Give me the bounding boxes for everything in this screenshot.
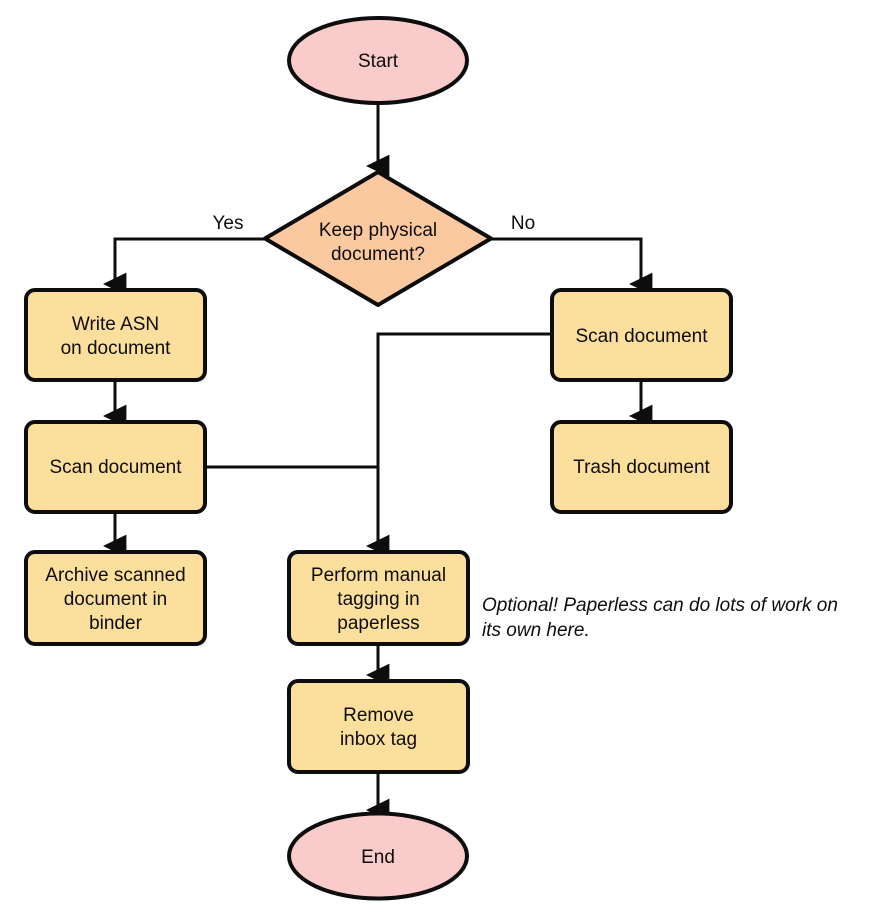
decision-diamond bbox=[263, 170, 493, 307]
decision-label-line2: document? bbox=[331, 244, 425, 265]
note-line2: its own here. bbox=[482, 620, 590, 641]
remove-inbox-label-line1: Remove bbox=[343, 705, 414, 726]
node-perform-manual-tagging[interactable]: Perform manual tagging in paperless bbox=[287, 550, 470, 646]
node-scan-document-left[interactable]: Scan document bbox=[24, 420, 207, 514]
node-archive-scanned-document[interactable]: Archive scanned document in binder bbox=[24, 550, 207, 646]
tagging-box bbox=[287, 550, 470, 646]
archive-label-line3: binder bbox=[89, 613, 142, 634]
remove-inbox-tag-box bbox=[287, 679, 470, 774]
archive-box bbox=[24, 550, 207, 646]
end-label: End bbox=[361, 847, 395, 868]
remove-inbox-label-line2: inbox tag bbox=[340, 729, 417, 750]
write-asn-box bbox=[24, 288, 207, 382]
archive-label-line2: document in bbox=[64, 589, 168, 610]
write-asn-label-line2: on document bbox=[61, 338, 172, 359]
scan-document-right-box bbox=[550, 288, 733, 382]
edge-decision-yes bbox=[102, 237, 265, 296]
node-remove-inbox-tag[interactable]: Remove inbox tag bbox=[287, 679, 470, 774]
node-trash-document[interactable]: Trash document bbox=[550, 420, 733, 514]
node-start[interactable]: Start bbox=[287, 16, 469, 105]
tagging-label-line1: Perform manual bbox=[311, 565, 446, 586]
node-decision-keep-physical-document[interactable]: Keep physical document? bbox=[263, 170, 493, 307]
node-write-asn[interactable]: Write ASN on document bbox=[24, 288, 207, 382]
edge-label-yes: Yes bbox=[213, 213, 244, 234]
edge-scanright-to-tagging bbox=[365, 332, 552, 558]
node-scan-document-right[interactable]: Scan document bbox=[550, 288, 733, 382]
tagging-label-line3: paperless bbox=[337, 613, 419, 634]
scan-document-left-box bbox=[24, 420, 207, 514]
start-label: Start bbox=[358, 51, 399, 72]
trash-document-box bbox=[550, 420, 733, 514]
decision-label-line1: Keep physical bbox=[319, 220, 437, 241]
edge-label-no: No bbox=[511, 213, 535, 234]
tagging-label-line2: tagging in bbox=[337, 589, 419, 610]
write-asn-label-line1: Write ASN bbox=[72, 314, 159, 335]
start-ellipse bbox=[287, 16, 469, 105]
trash-document-label: Trash document bbox=[573, 457, 710, 478]
optional-note: Optional! Paperless can do lots of work … bbox=[482, 595, 838, 641]
scan-document-left-label: Scan document bbox=[49, 457, 182, 478]
note-line1: Optional! Paperless can do lots of work … bbox=[482, 595, 838, 616]
node-end[interactable]: End bbox=[287, 811, 469, 901]
end-ellipse bbox=[287, 811, 469, 901]
edge-decision-no bbox=[491, 237, 653, 296]
archive-label-line1: Archive scanned bbox=[45, 565, 185, 586]
scan-document-right-label: Scan document bbox=[575, 326, 708, 347]
